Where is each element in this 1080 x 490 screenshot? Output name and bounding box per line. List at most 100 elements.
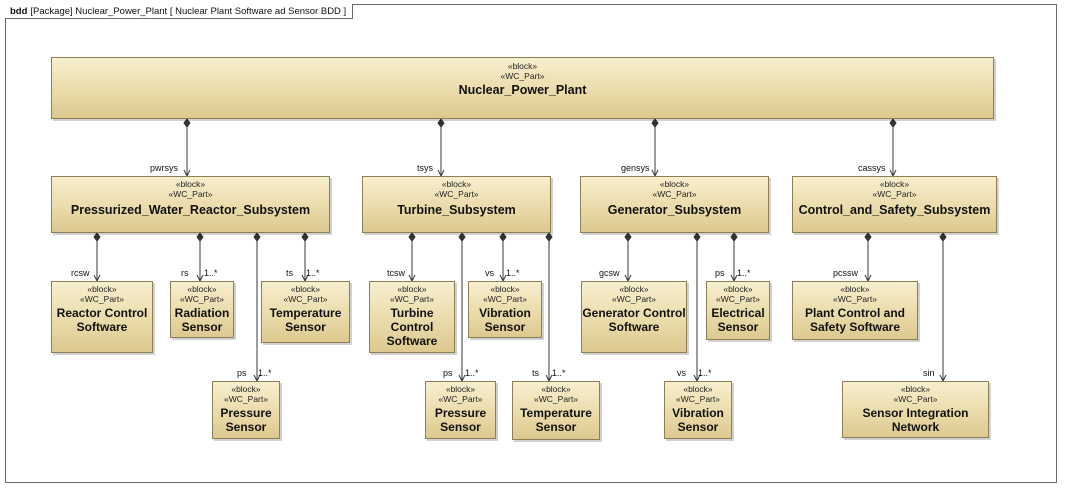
stereotype-wc-part: «WC_Part»	[390, 293, 434, 304]
stereotype-wc-part: «WC_Part»	[716, 293, 760, 304]
block-generator-control-software[interactable]: «block» «WC_Part» Generator Control Soft…	[581, 281, 687, 353]
block-pressurized-water-reactor-subsystem[interactable]: «block» «WC_Part» Pressurized_Water_Reac…	[51, 176, 330, 233]
stereotype-block: «block»	[840, 284, 870, 294]
role-label: gensys	[621, 163, 650, 173]
block-radiation-sensor[interactable]: «block» «WC_Part» Radiation Sensor	[170, 281, 234, 338]
block-vibration-sensor[interactable]: «block» «WC_Part» Vibration Sensor	[468, 281, 542, 338]
composite-diamond-icon	[301, 232, 309, 242]
stereotype-block: «block»	[619, 284, 649, 294]
stereotype-block: «block»	[879, 179, 910, 189]
stereotype-block: «block»	[290, 284, 321, 294]
stereotype-wc-part: «WC_Part»	[80, 293, 124, 304]
role-label: rs	[181, 268, 189, 278]
composite-diamond-icon	[693, 232, 701, 242]
block-nuclear-power-plant[interactable]: «block» «WC_Part» Nuclear_Power_Plant	[51, 57, 994, 119]
stereotype-wc-part: «WC_Part»	[872, 188, 917, 199]
role-label: tsys	[417, 163, 434, 173]
block-name: Pressure Sensor	[434, 406, 487, 434]
block-vibration-sensor[interactable]: «block» «WC_Part» Vibration Sensor	[664, 381, 732, 439]
role-label: gcsw	[599, 268, 620, 278]
stereotype-wc-part: «WC_Part»	[483, 293, 527, 304]
stereotype-block: «block»	[441, 179, 472, 189]
block-electrical-sensor[interactable]: «block» «WC_Part» Electrical Sensor	[706, 281, 770, 340]
stereotype-block: «block»	[87, 284, 117, 294]
multiplicity-label: 1..*	[258, 368, 272, 378]
stereotype-block: «block»	[900, 384, 931, 394]
stereotype-wc-part: «WC_Part»	[438, 393, 483, 404]
block-name: Vibration Sensor	[672, 406, 724, 434]
composite-diamond-icon	[196, 232, 204, 242]
role-label: pcssw	[833, 268, 859, 278]
stereotype-wc-part: «WC_Part»	[500, 70, 545, 81]
composite-diamond-icon	[624, 232, 632, 242]
multiplicity-label: 1..*	[204, 268, 218, 278]
role-label: cassys	[858, 163, 886, 173]
role-label: ts	[532, 368, 540, 378]
multiplicity-label: 1..*	[698, 368, 712, 378]
diagram-title: [Package] Nuclear_Power_Plant [ Nuclear …	[30, 6, 347, 17]
composite-diamond-icon	[93, 232, 101, 242]
block-turbine-control-software[interactable]: «block» «WC_Part» Turbine Control Softwa…	[369, 281, 455, 353]
stereotype-wc-part: «WC_Part»	[652, 188, 697, 199]
multiplicity-label: 1..*	[306, 268, 320, 278]
composite-diamond-icon	[939, 232, 947, 242]
composite-diamond-icon	[651, 118, 659, 128]
composite-diamond-icon	[730, 232, 738, 242]
block-reactor-control-software[interactable]: «block» «WC_Part» Reactor Control Softwa…	[51, 281, 153, 353]
block-sensor-integration-network[interactable]: «block» «WC_Part» Sensor Integration Net…	[842, 381, 989, 438]
block-control-and-safety-subsystem[interactable]: «block» «WC_Part» Control_and_Safety_Sub…	[792, 176, 997, 233]
role-label: vs	[485, 268, 494, 278]
role-label: vs	[677, 368, 686, 378]
multiplicity-label: 1..*	[552, 368, 566, 378]
composite-diamond-icon	[864, 232, 872, 242]
block-name: Radiation Sensor	[174, 306, 230, 334]
stereotype-block: «block»	[683, 384, 713, 394]
stereotype-wc-part: «WC_Part»	[168, 188, 213, 199]
block-turbine-subsystem[interactable]: «block» «WC_Part» Turbine_Subsystem	[362, 176, 551, 233]
composite-diamond-icon	[183, 118, 191, 128]
block-name: Temperature Sensor	[520, 406, 592, 434]
role-label: tcsw	[387, 268, 405, 278]
stereotype-wc-part: «WC_Part»	[534, 393, 578, 404]
stereotype-wc-part: «WC_Part»	[434, 188, 479, 199]
stereotype-block: «block»	[445, 384, 476, 394]
stereotype-block: «block»	[659, 179, 690, 189]
block-name: Plant Control and Safety Software	[805, 306, 905, 334]
stereotype-block: «block»	[541, 384, 571, 394]
multiplicity-label: 1..*	[737, 268, 751, 278]
block-pressure-sensor[interactable]: «block» «WC_Part» Pressure Sensor	[212, 381, 280, 439]
role-label: sin	[923, 368, 935, 378]
block-generator-subsystem[interactable]: «block» «WC_Part» Generator_Subsystem	[580, 176, 769, 233]
block-temperature-sensor[interactable]: «block» «WC_Part» Temperature Sensor	[512, 381, 600, 440]
block-name: Generator_Subsystem	[607, 203, 742, 217]
composite-diamond-icon	[253, 232, 261, 242]
stereotype-block: «block»	[175, 179, 206, 189]
block-name: Generator Control Software	[582, 306, 686, 334]
stereotype-block: «block»	[490, 284, 520, 294]
block-name: Turbine Control Software	[386, 306, 438, 348]
block-name: Control_and_Safety_Subsystem	[798, 203, 991, 217]
stereotype-wc-part: «WC_Part»	[612, 293, 656, 304]
stereotype-block: «block»	[231, 384, 261, 394]
composite-diamond-icon	[889, 118, 897, 128]
block-name: Turbine_Subsystem	[397, 203, 516, 217]
block-name: Pressure Sensor	[220, 406, 272, 434]
stereotype-block: «block»	[187, 284, 217, 294]
composite-diamond-icon	[408, 232, 416, 242]
stereotype-block: «block»	[723, 284, 753, 294]
block-temperature-sensor[interactable]: «block» «WC_Part» Temperature Sensor	[261, 281, 350, 343]
block-pressure-sensor[interactable]: «block» «WC_Part» Pressure Sensor	[425, 381, 496, 439]
block-name: Electrical Sensor	[711, 306, 765, 334]
block-name: Pressurized_Water_Reactor_Subsystem	[70, 203, 311, 217]
multiplicity-label: 1..*	[506, 268, 520, 278]
composite-diamond-icon	[499, 232, 507, 242]
composite-diamond-icon	[545, 232, 553, 242]
stereotype-wc-part: «WC_Part»	[676, 393, 720, 404]
role-label: pwrsys	[150, 163, 179, 173]
diagram-kind: bdd	[10, 6, 28, 17]
role-label: ps	[443, 368, 453, 378]
role-label: ps	[237, 368, 247, 378]
block-name: Nuclear_Power_Plant	[458, 83, 587, 97]
stereotype-wc-part: «WC_Part»	[283, 293, 328, 304]
block-plant-control-and-safety-software[interactable]: «block» «WC_Part» Plant Control and Safe…	[792, 281, 918, 340]
